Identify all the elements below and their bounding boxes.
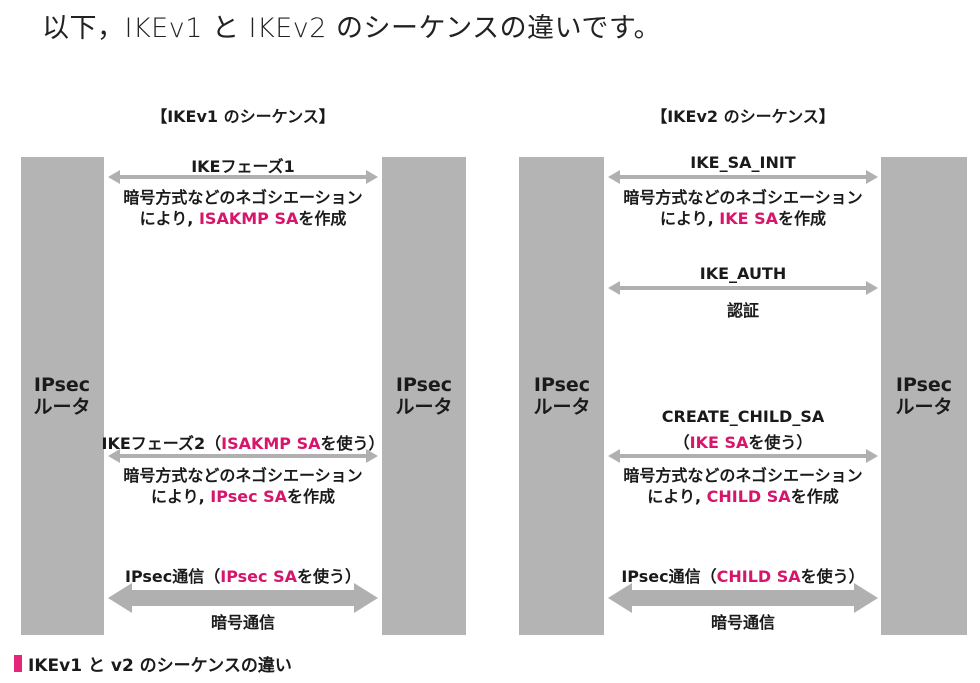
ikev1-left-router-label: IPsec ルータ [33,374,91,418]
ikev1-ipsec-comm-label: IPsec通信（IPsec SAを使う） [124,567,362,586]
ikev2-create-child-sa-label: CREATE_CHILD_SA [661,407,825,426]
ikev1-ipsec-comm-arrow [108,583,378,613]
ikev2-left-router [519,157,604,635]
ikev2-auth-label: IKE_AUTH [699,264,787,283]
ikev1-phase2-label: IKEフェーズ2（ISAKMP SAを使う） [101,434,385,453]
ikev2-ipsec-comm-label: IPsec通信（CHILD SAを使う） [621,567,865,586]
ikev1-phase1-label: IKEフェーズ1 [191,157,295,176]
ikev2-encrypted-comm: 暗号通信 [710,613,776,632]
ikev1-title: 【IKEv1 のシーケンス】 [151,107,335,126]
ikev2-auth-arrow [608,281,878,295]
ikev2-title: 【IKEv2 のシーケンス】 [651,107,835,126]
ikev1-phase1-arrow [108,170,378,184]
isakmp-sa-highlight: ISAKMP SA [198,209,299,228]
ikev2-right-router [881,157,967,635]
ikev2-ipsec-comm-arrow [608,583,878,613]
ikev2-create-child-sa-desc: 暗号方式などのネゴシエーション により, CHILD SAを作成 [623,466,863,506]
intro-text: 以下，IKEv1 と IKEv2 のシーケンスの違いです。 [42,13,662,44]
ikev2-auth-desc: 認証 [726,301,760,320]
ikev1-right-router [382,157,466,635]
ikev2-create-child-sa-sub: （IKE SAを使う） [673,433,813,452]
ikev1-left-router [21,157,104,635]
ikev1-phase2-desc: 暗号方式などのネゴシエーション により, IPsec SAを作成 [123,466,363,506]
caption-marker [14,655,22,672]
ikev1-encrypted-comm: 暗号通信 [210,613,276,632]
ikev2-sa-init-desc: 暗号方式などのネゴシエーション により, IKE SAを作成 [623,188,863,228]
ikev2-sa-init-arrow [608,170,878,184]
figure-caption: IKEv1 と v2 のシーケンスの違い [14,651,292,676]
ikev2-sa-init-label: IKE_SA_INIT [690,153,796,172]
ikev2-right-router-label: IPsec ルータ [895,374,953,418]
ikev2-create-child-sa-arrow [608,449,878,463]
ikev1-right-router-label: IPsec ルータ [395,374,453,418]
ikev1-phase1-desc: 暗号方式などのネゴシエーション により, ISAKMP SAを作成 [123,188,363,228]
ikev2-left-router-label: IPsec ルータ [533,374,591,418]
ikev1-phase2-arrow [108,449,378,463]
